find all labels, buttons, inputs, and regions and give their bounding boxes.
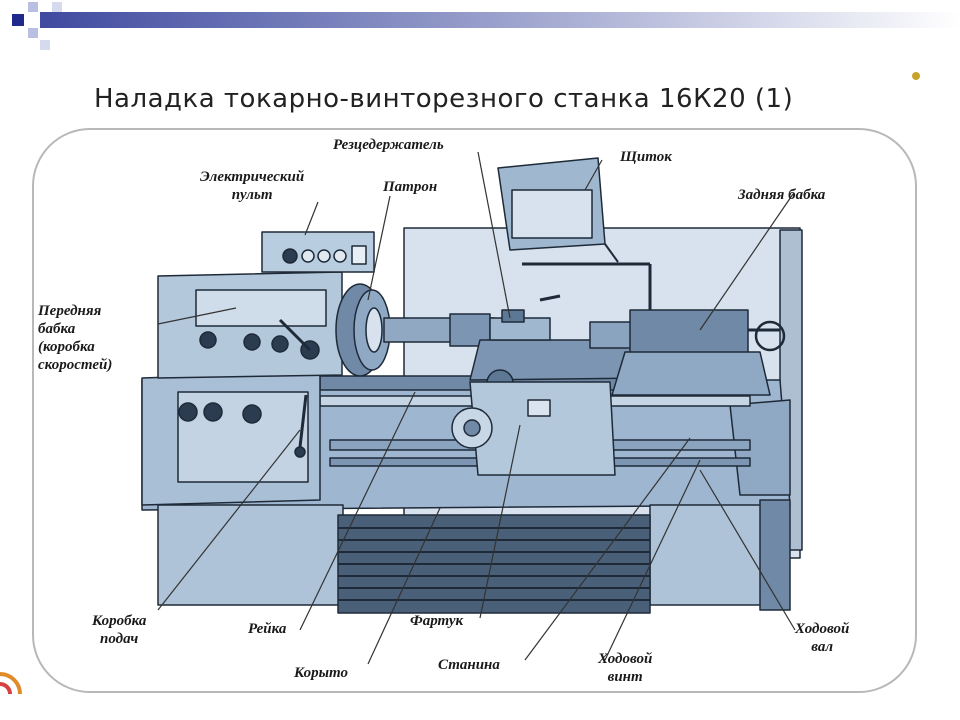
headstock [157,271,343,379]
label-electric-panel: Электрический пульт [200,169,305,203]
corner-logo-mark [0,672,22,695]
label-feed-box: Коробка подач [92,613,147,647]
slide-title: Наладка токарно-винторезного станка 16К2… [94,84,794,114]
label-tailstock: Задняя бабка [738,187,826,203]
electric-panel [261,231,375,273]
label-bed: Станина [438,657,500,673]
tailstock [589,309,786,396]
leader-lines [157,151,796,665]
label-tool-holder: Резцедержатель [333,137,444,153]
chuck [335,283,391,377]
label-feed-shaft: Ходовой вал [795,621,850,655]
diagram-frame [32,128,917,693]
chip-trough [337,514,651,614]
label-headstock: Передняя бабка (коробка скоростей) [38,303,113,373]
feed-box [141,371,321,506]
workpiece [383,313,495,347]
label-trough: Корыто [294,665,348,681]
apron [451,381,616,476]
label-lead-screw: Ходовой винт [598,651,653,685]
label-shield: Щиток [620,149,672,165]
chip-shield [497,157,652,340]
top-decor-strip [12,2,960,50]
corner-dot [912,72,920,80]
label-chuck: Патрон [383,179,438,195]
label-rack: Рейка [248,621,287,637]
bed-right-end [729,399,791,611]
label-apron: Фартук [410,613,464,629]
